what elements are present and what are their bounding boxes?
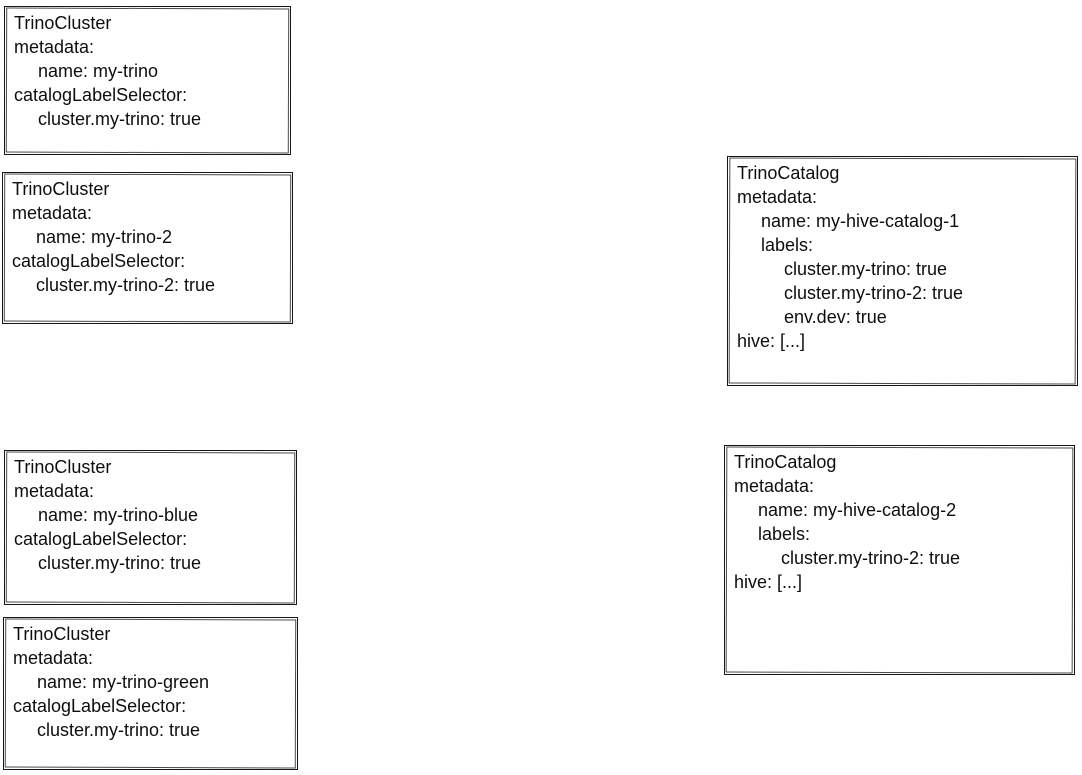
node-line: TrinoCluster (12, 179, 110, 199)
node-line: catalogLabelSelector: (12, 251, 186, 271)
node-line: metadata: (12, 203, 93, 223)
node-line: TrinoCatalog (734, 452, 837, 472)
node-line: hive: [...] (734, 572, 803, 592)
node-line: TrinoCluster (14, 13, 112, 33)
node-line: metadata: (13, 648, 94, 668)
node-line: cluster.my-trino: true (38, 109, 202, 129)
node-catalog-my-hive-catalog-2: TrinoCatalog metadata: name: my-hive-catal… (724, 445, 1075, 675)
node-cluster-my-trino-blue: TrinoCluster metadata: name: my-trino-blue… (4, 450, 297, 605)
node-line: metadata: (734, 476, 815, 496)
node-line: env.dev: true (784, 307, 887, 327)
node-line: labels: (758, 524, 811, 544)
node-line: TrinoCluster (14, 457, 112, 477)
node-cluster-my-trino: TrinoCluster metadata: name: my-trino catal… (4, 6, 291, 155)
node-line: name: my-trino-blue (38, 505, 199, 525)
node-line: cluster.my-trino: true (37, 720, 201, 740)
node-line: name: my-trino (38, 61, 159, 81)
node-line: hive: [...] (737, 331, 806, 351)
node-cluster-my-trino-2: TrinoCluster metadata: name: my-trino-2 cat… (2, 172, 293, 324)
node-line: metadata: (14, 37, 95, 57)
node-line: metadata: (14, 481, 95, 501)
node-line: catalogLabelSelector: (13, 696, 187, 716)
node-line: metadata: (737, 187, 818, 207)
node-catalog-my-hive-catalog-1: TrinoCatalog metadata: name: my-hive-catal… (727, 156, 1078, 386)
node-line: name: my-trino-green (37, 672, 210, 692)
node-line: catalogLabelSelector: (14, 85, 188, 105)
node-line: catalogLabelSelector: (14, 529, 188, 549)
node-line: cluster.my-trino: true (38, 553, 202, 573)
node-line: labels: (761, 235, 814, 255)
node-cluster-my-trino-green: TrinoCluster metadata: name: my-trino-gree… (3, 617, 298, 770)
node-line: TrinoCatalog (737, 163, 840, 183)
node-line: cluster.my-trino-2: true (784, 283, 964, 303)
node-line: name: my-hive-catalog-2 (758, 500, 957, 520)
node-line: cluster.my-trino-2: true (781, 548, 961, 568)
node-line: name: my-trino-2 (36, 227, 173, 247)
node-line: TrinoCluster (13, 624, 111, 644)
node-line: cluster.my-trino: true (784, 259, 948, 279)
node-line: cluster.my-trino-2: true (36, 275, 216, 295)
node-line: name: my-hive-catalog-1 (761, 211, 960, 231)
